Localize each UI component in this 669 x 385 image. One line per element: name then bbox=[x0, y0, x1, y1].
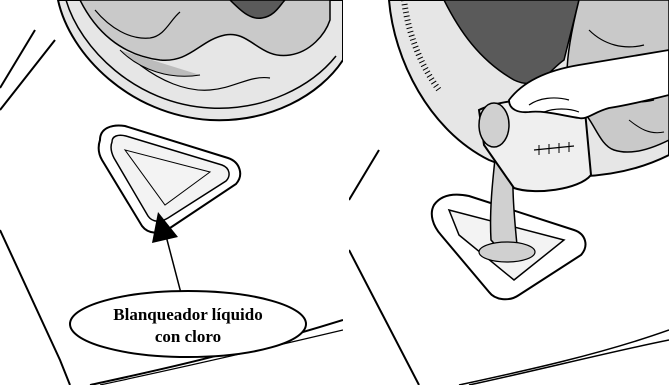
cabinet-bottom-edge bbox=[458, 329, 669, 385]
cabinet-inner-edge bbox=[0, 39, 71, 385]
callout-line-1: Blanqueador líquido bbox=[113, 305, 262, 324]
bleach-pool bbox=[478, 241, 536, 263]
panel-pouring-bleach bbox=[349, 0, 669, 385]
hand bbox=[508, 49, 669, 120]
measuring-cup bbox=[477, 97, 593, 193]
hand-fingers bbox=[528, 97, 580, 113]
cabinet-bottom-edge-2 bbox=[99, 329, 343, 385]
panel-dispenser-closeup: Blanqueador líquido con cloro bbox=[0, 0, 343, 385]
cabinet-left-edge bbox=[0, 29, 36, 89]
cabinet-left-edge bbox=[349, 149, 420, 385]
panel-divider bbox=[343, 0, 349, 385]
drum-rim bbox=[65, 0, 337, 109]
callout-line-2: con cloro bbox=[155, 327, 221, 346]
clothes-in-drum bbox=[79, 0, 331, 91]
panel-right-art bbox=[349, 0, 669, 385]
bleach-dispenser bbox=[97, 124, 242, 234]
callout-bubble: Blanqueador líquido con cloro bbox=[69, 290, 307, 358]
panel-left-art: Blanqueador líquido con cloro bbox=[0, 0, 343, 385]
